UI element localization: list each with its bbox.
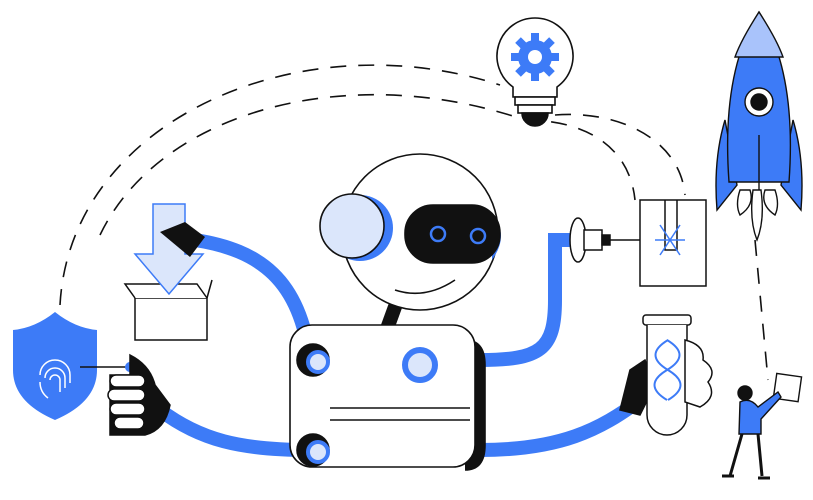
upper-right-arm — [473, 233, 582, 367]
inner-dashed-arc — [99, 93, 636, 236]
rocket-icon — [715, 10, 803, 242]
robot-eye-right — [469, 227, 487, 245]
bulb-to-device-arc — [554, 113, 686, 196]
robot-chest-light — [402, 347, 438, 383]
robot-eye-left — [429, 225, 447, 243]
download-box-icon — [123, 203, 213, 341]
dashed-paths — [59, 64, 769, 381]
fingerprint-shield-icon — [13, 312, 135, 420]
rocket-trail — [754, 239, 769, 381]
laser-device-icon — [569, 199, 707, 287]
lightbulb-icon — [496, 17, 574, 127]
outer-dashed-arc — [59, 64, 501, 306]
person-icon — [722, 372, 803, 480]
laser-spark-icon — [655, 224, 685, 256]
robot-hand-upper-left — [160, 222, 205, 257]
lower-left-arm — [153, 403, 317, 457]
fingerprint-icon — [39, 359, 71, 399]
robot-ear — [319, 193, 385, 259]
robot-hand-lower-left — [107, 353, 171, 436]
robot-visor — [404, 204, 501, 264]
gear-icon — [511, 33, 559, 81]
lower-right-arm — [473, 393, 647, 457]
dna-test-tube-icon — [619, 314, 713, 436]
robot-body — [289, 324, 486, 471]
robot-head — [319, 153, 501, 311]
